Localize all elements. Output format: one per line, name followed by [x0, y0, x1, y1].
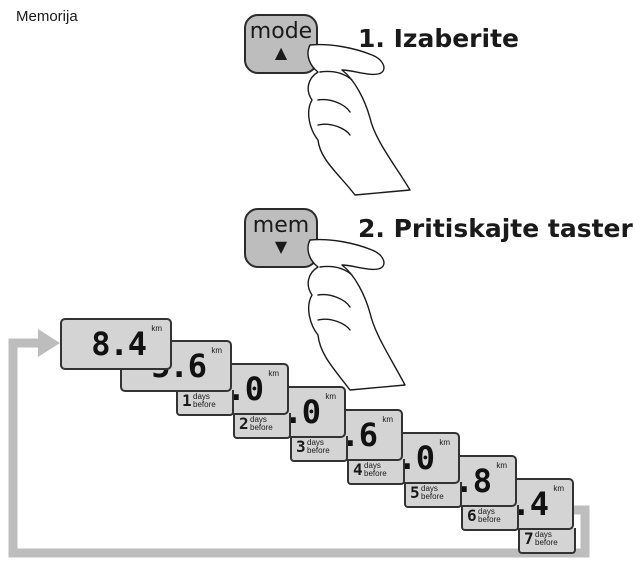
days-number: 4 [353, 460, 363, 479]
unit-label: km [151, 324, 162, 333]
days-number: 6 [467, 506, 477, 525]
before-label: before [250, 423, 273, 432]
days-number: 5 [410, 483, 420, 502]
before-label: before [193, 400, 216, 409]
mode-button[interactable]: mode ▲ [244, 14, 318, 74]
down-arrow-icon: ▼ [274, 237, 288, 256]
lcd-display: 8.4 km [60, 318, 172, 370]
up-arrow-icon: ▲ [274, 43, 288, 62]
step2-instruction: 2. Pritiskajte taster [358, 214, 633, 243]
before-label: before [364, 469, 387, 478]
before-label: before [478, 515, 501, 524]
unit-label: km [211, 346, 222, 355]
section-label: Memorija [16, 8, 78, 25]
days-number: 7 [524, 529, 534, 548]
before-label: before [421, 492, 444, 501]
distance-value: 8.4 [91, 325, 147, 363]
unit-label: km [268, 369, 279, 378]
mem-button-label: mem [252, 213, 310, 238]
unit-label: km [439, 438, 450, 447]
unit-label: km [325, 392, 336, 401]
before-label: before [535, 538, 558, 547]
unit-label: km [382, 415, 393, 424]
mem-button[interactable]: mem ▼ [244, 208, 318, 268]
mode-button-label: mode [249, 19, 313, 44]
before-label: before [307, 446, 330, 455]
days-number: 2 [239, 414, 249, 433]
step1-instruction: 1. Izaberite [358, 24, 519, 53]
unit-label: km [496, 461, 507, 470]
days-number: 3 [296, 437, 306, 456]
unit-label: km [553, 484, 564, 493]
days-number: 1 [182, 391, 192, 410]
